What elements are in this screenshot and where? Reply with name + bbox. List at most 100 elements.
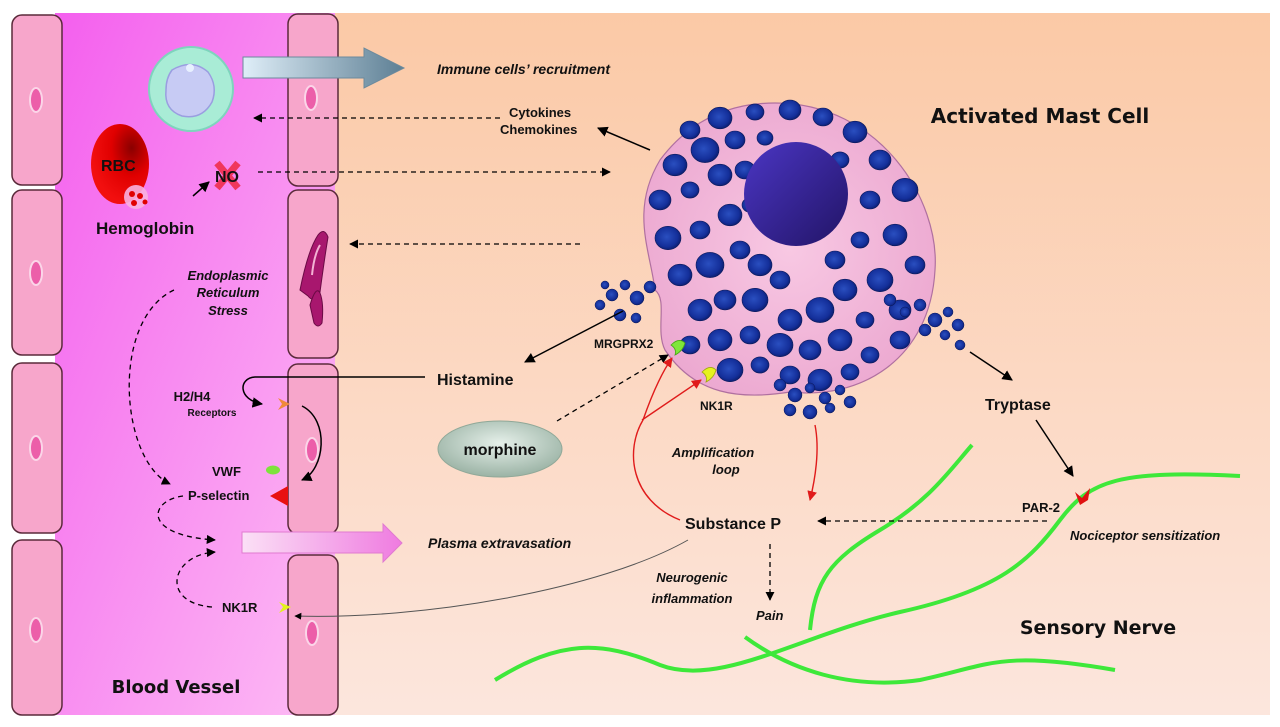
morphine-to-mrgprx2-arrow: [556, 354, 669, 422]
granule: [747, 253, 773, 277]
granule: [662, 153, 688, 177]
granule: [750, 356, 770, 374]
released-granule: [942, 306, 954, 318]
granule: [756, 130, 774, 146]
sensory-nerve-title: Sensory Nerve: [1020, 617, 1176, 639]
cell-nucleus: [29, 87, 43, 113]
granule: [891, 178, 919, 203]
no-blocked-cross-icon: [214, 160, 241, 191]
granule: [850, 231, 870, 249]
granule: [832, 278, 858, 302]
cell-nucleus: [305, 620, 319, 646]
pain-label: Pain: [756, 608, 784, 623]
mast-to-histamine-arrow: [524, 310, 624, 363]
mast-to-substance-p-arrow: [807, 424, 818, 501]
h2h4-label: H2/H4: [174, 389, 212, 404]
mast-cell-nucleus: [744, 142, 848, 246]
granule: [741, 287, 769, 312]
granule: [713, 289, 737, 311]
granule: [729, 240, 751, 260]
er-stress-label-2: Reticulum: [197, 285, 260, 300]
granule: [707, 328, 733, 352]
histamine-label: Histamine: [437, 372, 514, 389]
released-granule: [619, 279, 631, 291]
cell-nucleus: [29, 435, 43, 461]
nk1r-mast-receptor-icon: [701, 367, 717, 383]
released-granule: [834, 384, 846, 396]
granule: [779, 365, 801, 385]
granule: [889, 330, 911, 350]
granule: [855, 311, 875, 329]
granule: [654, 226, 682, 251]
released-granule: [787, 387, 803, 403]
released-granule: [773, 378, 787, 392]
granule: [904, 255, 926, 275]
tryptase-to-par2-arrow: [1035, 419, 1074, 477]
released-granule: [594, 299, 606, 311]
tryptase-label: Tryptase: [985, 397, 1051, 414]
substance-p-label: Substance P: [685, 516, 781, 533]
granule: [777, 308, 803, 332]
histamine-to-h2h4-arrow: [242, 376, 425, 408]
released-granule: [939, 329, 951, 341]
mast-cell-title: Activated Mast Cell: [931, 104, 1149, 128]
granule: [689, 220, 711, 240]
nk1r-vessel-receptor-icon: [279, 602, 291, 613]
mrgprx2-receptor-icon: [670, 340, 686, 356]
released-granule: [899, 306, 911, 318]
er-to-p-selectin-arrow: [128, 289, 175, 485]
amplification-loop-to-nk1r-arrow: [641, 379, 702, 421]
granule: [667, 263, 693, 287]
released-granule: [951, 318, 965, 332]
amplification-label-1: Amplification: [671, 445, 754, 460]
released-granule: [918, 323, 932, 337]
released-granule: [824, 402, 836, 414]
granule: [679, 120, 701, 140]
cell-nucleus: [29, 617, 43, 643]
plasma-extravasation-arrow: [241, 522, 403, 564]
vwf-label: VWF: [212, 464, 241, 479]
granule: [824, 250, 846, 270]
released-granule: [605, 288, 619, 302]
granule: [868, 149, 892, 171]
er-stress-label-3: Stress: [208, 303, 248, 318]
cytokines-label: Cytokines: [509, 105, 571, 120]
granule: [680, 181, 700, 199]
mast-cell: [594, 99, 966, 420]
no-label: NO: [215, 169, 239, 186]
hemoglobin-label: Hemoglobin: [96, 219, 194, 238]
neurogenic-label-2: inflammation: [652, 591, 733, 606]
granule: [859, 190, 881, 210]
released-granule: [630, 312, 642, 324]
par2-label: PAR-2: [1022, 500, 1060, 515]
released-granule: [954, 339, 966, 351]
nk1r-mast-label: NK1R: [700, 399, 733, 413]
granule: [812, 107, 834, 127]
chemokines-label: Chemokines: [500, 122, 577, 137]
nk1r-vessel-label: NK1R: [222, 600, 258, 615]
immune-recruitment-label: Immune cells’ recruitment: [437, 61, 611, 77]
mrgprx2-label: MRGPRX2: [594, 337, 654, 351]
amplification-label-2: loop: [712, 462, 739, 477]
nerve-fiber-lower: [743, 635, 1116, 685]
nerve-fiber-branch: [808, 443, 974, 631]
granule: [805, 297, 835, 323]
granule: [866, 267, 894, 292]
par2-receptor-icon: [1075, 488, 1090, 505]
granule: [769, 270, 791, 290]
granule: [766, 332, 794, 357]
vessel-wall-left: [11, 14, 63, 716]
released-granule: [643, 280, 657, 294]
granule: [687, 298, 713, 322]
plasma-extravasation-label: Plasma extravasation: [428, 535, 571, 551]
granule: [827, 328, 853, 352]
cell-nucleus: [305, 437, 319, 463]
granule: [690, 137, 720, 163]
granule: [860, 346, 880, 364]
granule: [695, 252, 725, 278]
hemoglobin-to-no-arrow: [192, 181, 210, 197]
released-granule: [600, 280, 610, 290]
p-selectin-icon: [270, 486, 288, 506]
